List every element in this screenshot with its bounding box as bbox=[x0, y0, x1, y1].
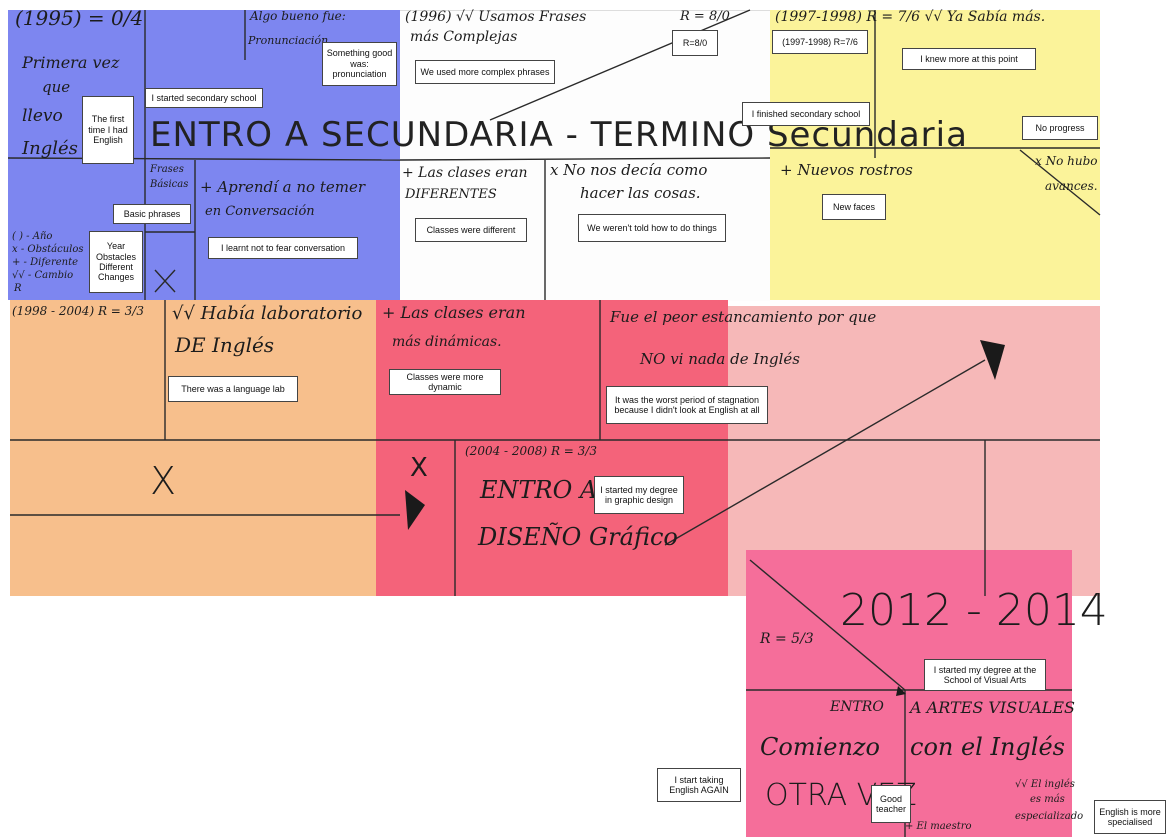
red-x-text: X bbox=[410, 453, 428, 483]
label-visual-arts: I started my degree at the School of Vis… bbox=[924, 659, 1046, 691]
pink-esp-text: especializado bbox=[1015, 811, 1084, 822]
blue-que-text: que bbox=[42, 78, 71, 96]
blue-basicas-text: Básicas bbox=[150, 179, 189, 190]
blue-ingles-text: Inglés bbox=[22, 138, 78, 159]
white-hacer-text: hacer las cosas. bbox=[580, 184, 701, 202]
white-no-text: x No nos decía como bbox=[550, 161, 708, 179]
blue-conv-text: en Conversación bbox=[205, 204, 315, 219]
lp-fue-text: Fue el peor estancamiento por que bbox=[610, 308, 877, 326]
white-clases-text: + Las clases eran bbox=[402, 165, 528, 181]
pink-r-text: R = 5/3 bbox=[760, 631, 814, 647]
blue-aprendi-text: + Aprendí a no temer bbox=[200, 178, 365, 196]
label-not-told: We weren't told how to do things bbox=[578, 214, 726, 242]
white-r-text: R = 8/0 bbox=[680, 9, 730, 24]
label-year-legend: Year Obstacles Different Changes bbox=[89, 231, 143, 293]
label-worst-period: It was the worst period of stagnation be… bbox=[606, 386, 768, 424]
lp-no-text: NO vi nada de Inglés bbox=[640, 350, 800, 368]
blue-pron-text: Pronunciación bbox=[248, 34, 329, 47]
label-graphic-design: I started my degree in graphic design bbox=[594, 476, 684, 514]
white-complejas-text: más Complejas bbox=[410, 29, 518, 45]
label-learnt-not-fear: I learnt not to fear conversation bbox=[208, 237, 358, 259]
label-good-teacher: Good teacher bbox=[871, 785, 911, 823]
blue-legend-4: √√ - Cambio bbox=[12, 270, 74, 281]
blue-primera-text: Primera vez bbox=[22, 53, 120, 72]
blue-llevo-text: llevo bbox=[22, 106, 63, 126]
blue-year-text: (1995) = 0/4 bbox=[15, 6, 144, 30]
pink-comienzo-text: Comienzo bbox=[760, 733, 880, 761]
white-year-text: (1996) √√ Usamos Frases bbox=[405, 9, 587, 25]
blue-legend-2: x - Obstáculos bbox=[12, 244, 84, 255]
pink-maestro-text: + El maestro bbox=[905, 821, 972, 832]
label-english-again: I start taking English AGAIN bbox=[657, 768, 741, 802]
label-classes-different: Classes were different bbox=[415, 218, 527, 242]
orange-note bbox=[10, 300, 380, 596]
pink-es-text: es más bbox=[1030, 794, 1065, 805]
blue-legend-1: ( ) - Año bbox=[12, 231, 53, 242]
label-complex-phrases: We used more complex phrases bbox=[415, 60, 555, 84]
yellow-nohubo-text: x No hubo bbox=[1035, 154, 1098, 168]
red-diseno-text: DISEÑO Gráfico bbox=[478, 523, 678, 551]
yellow-nuevos-text: + Nuevos rostros bbox=[780, 161, 913, 179]
pink-entro-text: ENTRO bbox=[830, 699, 884, 715]
blue-legend-5: R bbox=[14, 283, 22, 294]
orange-habia-text: √√ Había laboratorio bbox=[172, 303, 363, 324]
label-new-faces: New faces bbox=[822, 194, 886, 220]
label-first-time: The first time I had English bbox=[82, 96, 134, 164]
orange-year-text: (1998 - 2004) R = 3/3 bbox=[12, 304, 144, 318]
blue-legend-3: + - Diferente bbox=[12, 257, 79, 268]
red-clases-text: + Las clases eran bbox=[382, 303, 526, 322]
pink-artes-text: A ARTES VISUALES bbox=[910, 698, 1076, 717]
label-yellow-year: (1997-1998) R=7/6 bbox=[772, 30, 868, 54]
label-something-good: Something good was: pronunciation bbox=[322, 42, 397, 86]
yellow-avances-text: avances. bbox=[1045, 179, 1098, 193]
label-more-dynamic: Classes were more dynamic bbox=[389, 369, 501, 395]
orange-x-text: X bbox=[150, 459, 177, 503]
pink-year-text: 2012 - 2014 bbox=[840, 585, 1108, 636]
pink-elingles-text: √√ El inglés bbox=[1015, 779, 1075, 790]
label-more-specialised: English is more specialised bbox=[1094, 800, 1166, 834]
label-finished-secondary: I finished secondary school bbox=[742, 102, 870, 126]
red-mas-text: más dinámicas. bbox=[392, 334, 502, 350]
red-entro-text: ENTRO A bbox=[480, 476, 598, 504]
label-knew-more: I knew more at this point bbox=[902, 48, 1036, 70]
orange-de-text: DE Inglés bbox=[175, 333, 275, 357]
yellow-year-text: (1997-1998) R = 7/6 √√ Ya Sabía más. bbox=[775, 9, 1046, 25]
label-started-secondary: I started secondary school bbox=[145, 88, 263, 108]
red-year-text: (2004 - 2008) R = 3/3 bbox=[465, 444, 597, 458]
white-diferentes-text: DIFERENTES bbox=[405, 187, 497, 202]
pink-con-text: con el Inglés bbox=[910, 733, 1065, 761]
blue-algo-text: Algo bueno fue: bbox=[250, 9, 346, 23]
label-basic-phrases: Basic phrases bbox=[113, 204, 191, 224]
label-r-value: R=8/0 bbox=[672, 30, 718, 56]
label-no-progress: No progress bbox=[1022, 116, 1098, 140]
label-language-lab: There was a language lab bbox=[168, 376, 298, 402]
blue-frases-text: Frases bbox=[150, 164, 184, 175]
